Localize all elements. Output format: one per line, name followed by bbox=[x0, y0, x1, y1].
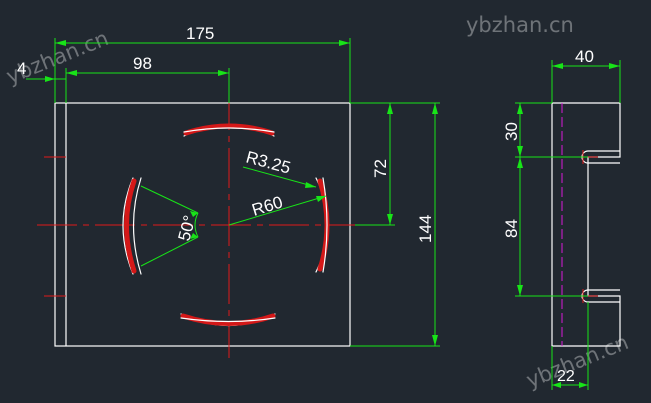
watermark-top-right: ybzhan.cn bbox=[466, 13, 574, 37]
r325-leader bbox=[242, 166, 317, 188]
watermark-bottom-right: ybzhan.cn bbox=[523, 330, 632, 393]
dim-40-label: 40 bbox=[575, 47, 594, 66]
r325-label: R3.25 bbox=[244, 148, 293, 178]
dim-144-label: 144 bbox=[416, 215, 435, 243]
top-slot-inner bbox=[183, 127, 275, 133]
dim-22-label: 22 bbox=[557, 368, 575, 385]
left-slot-inner bbox=[132, 177, 142, 275]
dim-30-label: 30 bbox=[502, 122, 521, 141]
dim-72-label: 72 bbox=[371, 159, 390, 178]
r60-leader bbox=[228, 195, 327, 226]
right-slot-inner bbox=[322, 177, 328, 273]
dim-98-label: 98 bbox=[133, 54, 152, 73]
angle-arc bbox=[194, 212, 199, 238]
dim-175-label: 175 bbox=[186, 24, 214, 43]
dim-4-label: 4 bbox=[17, 59, 26, 78]
bottom-slot bbox=[180, 313, 276, 326]
bottom-slot-inner bbox=[180, 317, 276, 323]
angle-leg-upper bbox=[140, 185, 199, 214]
dim-84-label: 84 bbox=[502, 219, 521, 238]
angle-leg-lower bbox=[140, 236, 199, 267]
right-slot bbox=[317, 178, 330, 272]
front-view: 50° R60 R3.25 175 98 4 72 bbox=[17, 24, 440, 358]
left-slot bbox=[124, 178, 137, 274]
side-view: 40 30 84 22 bbox=[502, 47, 621, 390]
r60-label: R60 bbox=[250, 193, 285, 220]
